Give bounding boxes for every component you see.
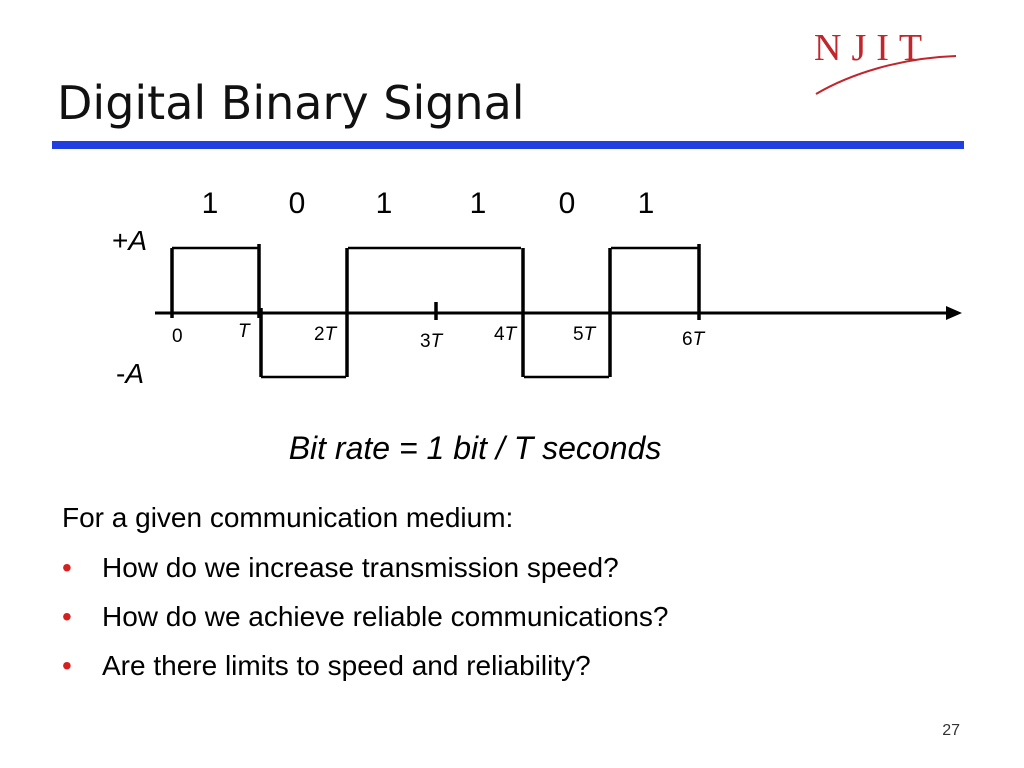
body-intro: For a given communication medium: [62, 502, 514, 533]
tick-labels: 0 T 2T 3T 4T 5T 6T [172, 321, 706, 352]
tick-label-5t: 5T [573, 324, 597, 345]
list-item-text: How do we increase transmission speed? [102, 552, 619, 583]
slide-title: Digital Binary Signal [57, 76, 525, 130]
low-level-label: -A [116, 358, 144, 389]
tick-label-4t: 4T [494, 324, 518, 345]
tick-label-0: 0 [172, 326, 183, 347]
bit-label: 0 [559, 187, 576, 220]
tick-label-3t: 3T [420, 331, 444, 352]
bullet-icon: • [62, 601, 72, 632]
binary-signal-diagram: 1 0 1 1 0 1 +A -A 0 T 2T 3T 4T 5T 6T [112, 187, 962, 389]
bullet-icon: • [62, 552, 72, 583]
logo-swoosh [815, 55, 957, 95]
njit-logo: NJIT [814, 27, 957, 95]
tick-label-t: T [238, 321, 251, 342]
tick-label-2t: 2T [314, 324, 338, 345]
bit-label: 1 [202, 187, 219, 220]
list-item-text: How do we achieve reliable communication… [102, 601, 669, 632]
axis-arrow-icon [946, 306, 962, 320]
waveform-transitions [170, 244, 701, 377]
bit-label: 1 [638, 187, 655, 220]
bit-rate-caption: Bit rate = 1 bit / T seconds [288, 430, 662, 466]
bullet-icon: • [62, 650, 72, 681]
page-number: 27 [942, 722, 960, 739]
list-item: • How do we achieve reliable communicatio… [62, 601, 669, 650]
tick-label-6t: 6T [682, 329, 706, 350]
question-list: •How do we increase transmission speed? … [62, 552, 669, 699]
waveform [172, 246, 698, 379]
list-item: • How do we increase transmission speed? [62, 552, 669, 601]
high-level-label: +A [112, 225, 147, 256]
bit-labels: 1 0 1 1 0 1 [202, 187, 655, 220]
list-item-text: Are there limits to speed and reliabilit… [102, 650, 591, 681]
bit-label: 0 [289, 187, 306, 220]
bit-label: 1 [376, 187, 393, 220]
title-underline [52, 141, 964, 149]
bit-label: 1 [470, 187, 487, 220]
list-item: • Are there limits to speed and reliabili… [62, 650, 669, 699]
